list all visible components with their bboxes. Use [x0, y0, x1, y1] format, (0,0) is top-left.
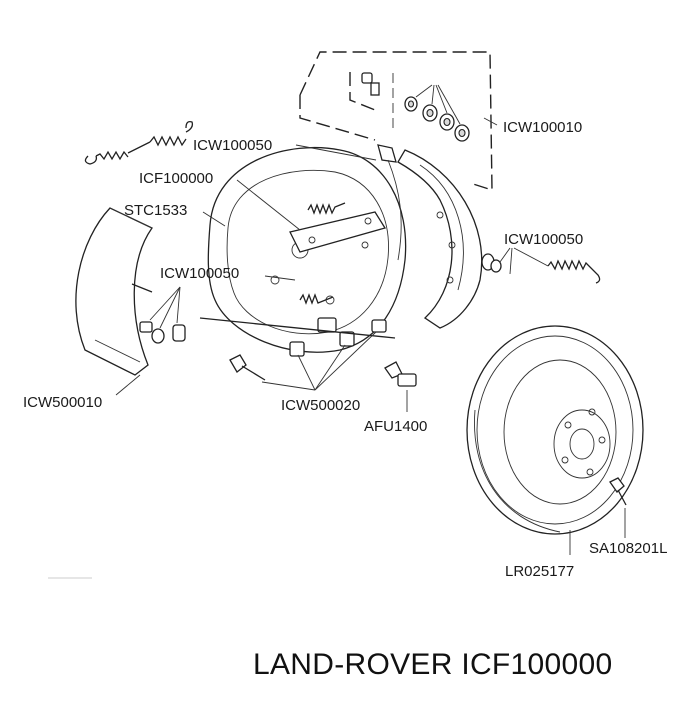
label-afu1400: AFU1400: [364, 418, 428, 435]
plate-clips: [289, 317, 387, 357]
kit-dashed-outline: [299, 51, 493, 191]
brake-shoe-right: [377, 144, 483, 329]
label-sa108201l: SA108201L: [589, 540, 668, 557]
label-icw100010: ICW100010: [503, 119, 583, 136]
mounting-bolt: [229, 354, 266, 381]
label-icw100050-left: ICW100050: [160, 265, 240, 282]
label-icw100050-right: ICW100050: [504, 231, 584, 248]
label-icw500010: ICW500010: [23, 394, 103, 411]
part-caption: LAND-ROVER ICF100000: [253, 648, 613, 681]
afu1400-bolt: [384, 361, 417, 387]
left-small-parts: [131, 283, 186, 344]
brake-drum: [466, 325, 644, 535]
kit-bolt: [361, 72, 380, 96]
kit-washers: [404, 84, 470, 142]
label-icf100000: ICF100000: [139, 170, 214, 187]
label-lr025177: LR025177: [505, 563, 575, 580]
adjuster-lever: [289, 211, 387, 253]
return-spring-right: [481, 247, 601, 284]
return-spring-top: [84, 120, 194, 165]
label-icw500020: ICW500020: [281, 397, 361, 414]
leader-lines: [115, 144, 626, 555]
plate-lower-spring: [299, 293, 334, 305]
plate-spring: [307, 202, 346, 215]
label-stc1533: STC1533: [124, 202, 188, 219]
brake-shoe-left: [75, 207, 153, 376]
drum-screw: [609, 477, 627, 506]
label-icw100050-top: ICW100050: [193, 137, 273, 154]
